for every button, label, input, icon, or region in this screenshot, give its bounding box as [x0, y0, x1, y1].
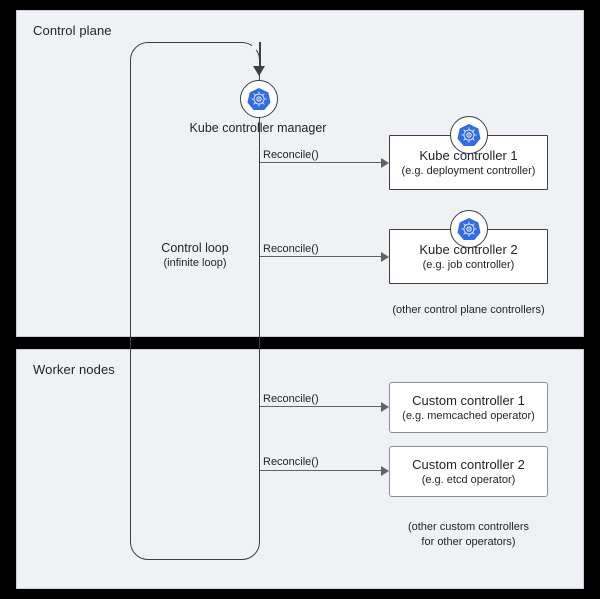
control-loop-arrow-stem [259, 42, 261, 70]
custom-controller-1-title: Custom controller 1 [412, 393, 525, 408]
reconcile-arrowhead-custom-2 [381, 466, 389, 476]
reconcile-label-kube-1: Reconcile() [263, 149, 319, 161]
kube-controller-manager-label: Kube controller manager [189, 121, 327, 135]
custom-controllers-footnote-line1: (other custom controllers [407, 521, 530, 533]
control-loop-label-sub: (infinite loop) [163, 257, 227, 269]
reconcile-arrowhead-kube-2 [381, 252, 389, 262]
custom-controllers-footnote: (other custom controllers for other oper… [389, 520, 548, 550]
kube-controllers-footnote: (other control plane controllers) [392, 304, 545, 316]
custom-controller-1-box[interactable]: Custom controller 1 (e.g. memcached oper… [389, 382, 548, 433]
reconcile-label-kube-2: Reconcile() [263, 243, 319, 255]
control-loop-arrow-head [253, 66, 265, 76]
reconcile-arrow-kube-1 [260, 162, 383, 164]
control-loop-label-main: Control loop [161, 241, 229, 255]
reconcile-arrow-custom-2 [260, 470, 383, 472]
kube-controller-1-title: Kube controller 1 [419, 148, 518, 163]
reconcile-arrow-custom-1 [260, 406, 383, 408]
reconcile-arrow-kube-2 [260, 256, 383, 258]
kubernetes-icon [450, 116, 488, 154]
custom-controller-1-subtitle: (e.g. memcached operator) [402, 410, 535, 422]
control-loop-label: Control loop (infinite loop) [130, 241, 260, 270]
custom-controller-2-subtitle: (e.g. etcd operator) [421, 474, 516, 486]
kube-controller-2-title: Kube controller 2 [419, 242, 518, 257]
panel-worker-nodes-title: Worker nodes [33, 362, 115, 377]
reconcile-arrowhead-kube-1 [381, 158, 389, 168]
kubernetes-icon [240, 80, 278, 118]
kube-controller-2-subtitle: (e.g. job controller) [422, 259, 515, 271]
control-loop-gap [252, 36, 270, 50]
custom-controller-2-box[interactable]: Custom controller 2 (e.g. etcd operator) [389, 446, 548, 497]
control-loop-shape [130, 42, 260, 560]
custom-controllers-footnote-line2: for other operators) [421, 536, 516, 548]
reconcile-label-custom-2: Reconcile() [263, 456, 319, 468]
reconcile-label-custom-1: Reconcile() [263, 393, 319, 405]
custom-controller-2-title: Custom controller 2 [412, 457, 525, 472]
kubernetes-icon [450, 210, 488, 248]
reconcile-arrowhead-custom-1 [381, 402, 389, 412]
panel-control-plane-title: Control plane [33, 23, 112, 38]
kube-controller-1-subtitle: (e.g. deployment controller) [401, 165, 536, 177]
